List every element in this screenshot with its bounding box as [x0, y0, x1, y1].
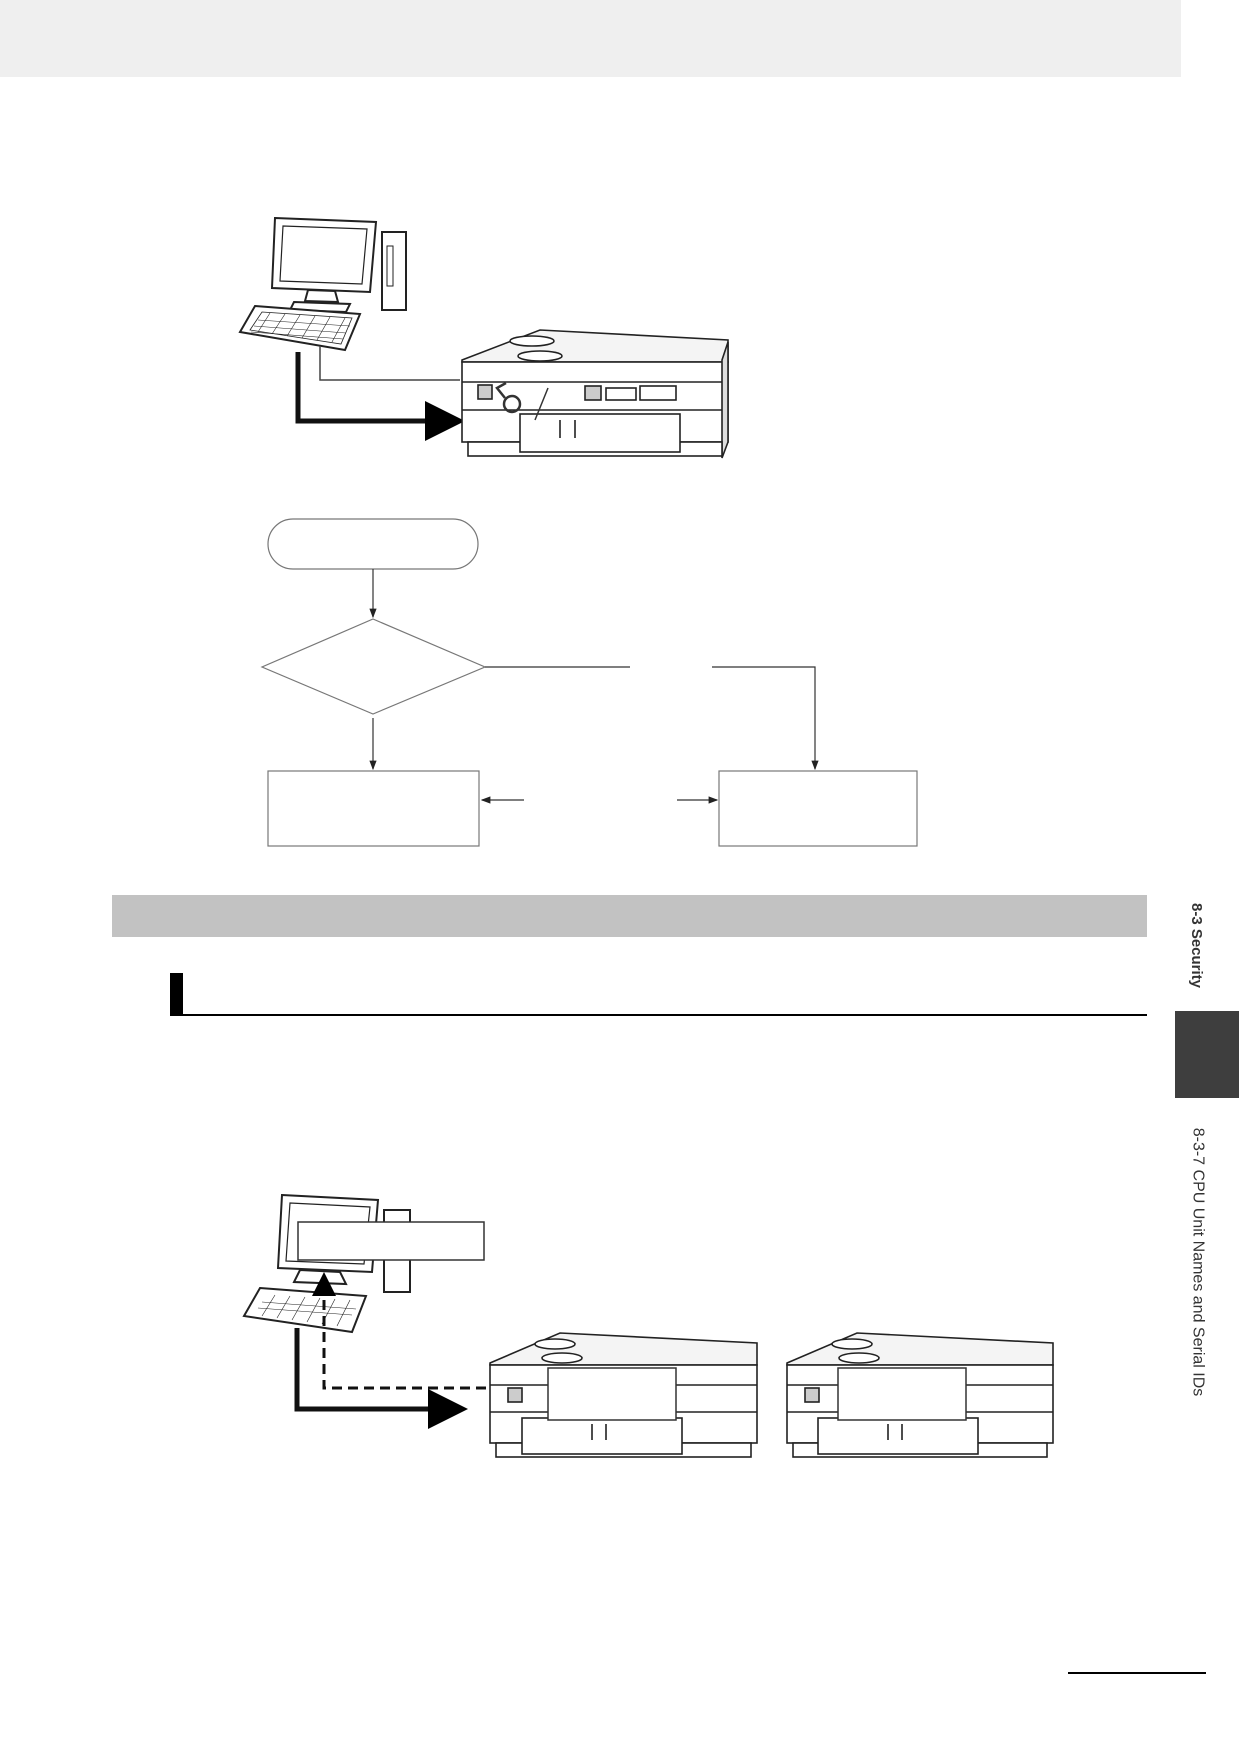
chapter-tab	[1175, 1011, 1239, 1098]
subheading-rule	[170, 1014, 1147, 1016]
computer-icon	[242, 1193, 411, 1334]
computer-icon	[238, 216, 407, 352]
flowchart-decision	[260, 618, 487, 715]
flow-arrow	[712, 666, 819, 771]
dashed-read-arrow	[312, 1272, 486, 1390]
figure-computer-to-two-controllers	[242, 1193, 1054, 1458]
controller-label-box	[547, 1367, 677, 1421]
subheading-marker	[170, 973, 183, 1016]
sidebar-section-label: 8-3 Security	[1188, 902, 1206, 988]
controller-label-box	[837, 1367, 967, 1421]
sidebar-subsection-label: 8-3-7 CPU Unit Names and Serial IDs	[1189, 1127, 1207, 1397]
connection-arrow	[295, 352, 465, 441]
figure-flowchart	[260, 518, 918, 847]
flowchart-process-left	[267, 770, 480, 847]
figure-computer-to-controller	[238, 216, 729, 459]
header-band	[0, 0, 1181, 77]
lock-icon	[495, 381, 549, 421]
screen-label-box	[297, 1221, 485, 1261]
connection-arrow	[294, 1328, 468, 1429]
flowchart-start-terminal	[267, 518, 479, 570]
cable-line	[319, 346, 460, 381]
page-footer-rule	[1068, 1672, 1206, 1674]
flowchart-process-right	[718, 770, 918, 847]
controller-icon	[461, 329, 729, 459]
section-heading-bar	[112, 895, 1147, 937]
